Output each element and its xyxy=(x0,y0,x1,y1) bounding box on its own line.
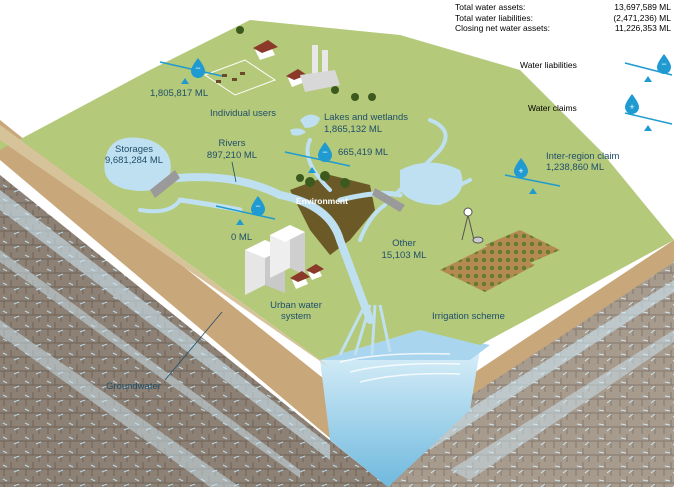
svg-text:−: − xyxy=(661,59,666,69)
trees xyxy=(236,26,376,188)
windmill xyxy=(461,207,484,244)
urban-liability-icon: − xyxy=(215,196,276,225)
urban-label-line1: Urban water xyxy=(270,300,322,311)
other-label: Other xyxy=(392,238,416,249)
rivers-leader xyxy=(231,161,237,183)
storage-lake xyxy=(104,137,171,191)
summary-row: Closing net water assets:11,226,353 ML xyxy=(455,23,671,33)
individual-users-label: Individual users xyxy=(210,108,277,119)
lakes-value: 1,865,132 ML xyxy=(324,124,383,135)
land-edge xyxy=(0,125,330,368)
inter-region-label: Inter-region claim xyxy=(546,151,620,162)
legend-liabilities-icon: − xyxy=(624,54,673,82)
lakes-flow-value: 665,419 ML xyxy=(338,147,389,158)
inter-region-claim-icon: + xyxy=(504,158,561,194)
svg-text:−: − xyxy=(322,147,327,157)
farm-houses xyxy=(253,40,307,87)
svg-text:−: − xyxy=(195,63,200,73)
water-summary: Total water assets:13,697,589 ML Total w… xyxy=(455,2,671,34)
right-soil-face xyxy=(388,240,674,487)
stock-paddock xyxy=(203,59,277,96)
summary-row: Total water assets:13,697,589 ML xyxy=(455,2,671,12)
sea-cross-section xyxy=(320,350,480,487)
storages-value: 9,681,284 ML xyxy=(104,155,164,166)
legend-claims-icon: + xyxy=(624,94,673,131)
sea-surface xyxy=(320,330,490,360)
groundwater-leader xyxy=(164,311,223,381)
wetland-pond xyxy=(300,114,320,128)
legend-claims-label: Water claims xyxy=(528,103,577,113)
livestock xyxy=(216,72,245,83)
legend-liabilities-label: Water liabilities xyxy=(520,60,577,70)
other-value: 15,103 ML xyxy=(381,250,427,261)
svg-text:+: + xyxy=(629,102,634,112)
storages-label: Storages xyxy=(114,144,154,155)
individual-users-value: 1,805,817 ML xyxy=(150,88,209,99)
inter-region-value: 1,238,860 ML xyxy=(546,162,605,173)
factory xyxy=(300,45,340,92)
river-mouth xyxy=(338,304,392,356)
dam-wall xyxy=(150,170,180,198)
dam-wall-right xyxy=(372,188,405,212)
lakes-liability-icon: − xyxy=(284,142,351,173)
irrigation-field-2 xyxy=(485,230,560,265)
environment-label: Environment xyxy=(296,196,348,206)
sea-waves xyxy=(339,352,461,383)
wetland-pond-2 xyxy=(290,128,306,136)
rivers-label: Rivers xyxy=(218,138,246,149)
individual-users-claim-icon: − xyxy=(159,58,223,84)
storage-lake-right xyxy=(400,162,463,205)
svg-text:−: − xyxy=(255,201,260,211)
urban-value: 0 ML xyxy=(231,232,253,243)
left-soil-face xyxy=(0,120,388,487)
irrigation-label: Irrigation scheme xyxy=(432,311,505,322)
groundwater-label: Groundwater xyxy=(106,381,161,392)
svg-text:+: + xyxy=(518,166,523,176)
lakes-label: Lakes and wetlands xyxy=(324,112,408,123)
rivers-value: 897,210 ML xyxy=(206,150,258,161)
summary-row: Total water liabilities:(2,471,236) ML xyxy=(455,12,671,23)
urban-label-line2: system xyxy=(280,311,312,322)
urban-buildings xyxy=(245,225,324,295)
